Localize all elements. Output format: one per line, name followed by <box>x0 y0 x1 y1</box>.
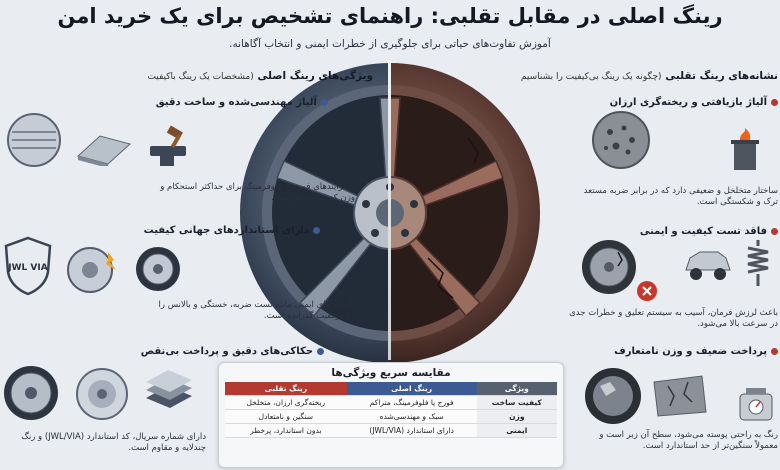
right-item-2-title: فاقد تست کیفیت و ایمنی <box>640 226 778 237</box>
peeling-paint-icon <box>585 368 641 424</box>
right-item-1-desc: ساختار متخلخل و ضعیفی دارد که در برابر ض… <box>584 186 778 209</box>
right-item-1-line-1: ساختار متخلخل و ضعیفی دارد که در برابر ض… <box>583 186 778 196</box>
bullet-dot <box>771 227 778 235</box>
bullet-dot <box>771 98 778 106</box>
right-section-heading: نشانه‌های رینگ تقلبی (چگونه یک رینگ بی‌ک… <box>521 70 778 82</box>
left-item-2-desc: آزمون‌های ایمنی مانند تست ضربه، خستگی و … <box>159 300 352 323</box>
left-item-2-title: دارای استانداردهای جهانی کیفیت <box>144 225 320 236</box>
table-cell: فورج یا فلوفرمینگ، متراکم <box>346 395 477 410</box>
table-cell: ریخته‌گری ارزان، متخلخل <box>225 395 347 410</box>
right-item-3-line-1: رنگ به راحتی پوسته می‌شود، سطح آن زبر اس… <box>599 430 778 440</box>
table-cell: سبک و مهندسی‌شده <box>346 409 477 424</box>
right-item-1-title: آلیاژ بازیافتی و ریخته‌گری ارزان <box>610 97 778 108</box>
left-item-2-title-text: دارای استانداردهای جهانی کیفیت <box>143 225 309 236</box>
right-item-1-title-text: آلیاژ بازیافتی و ریخته‌گری ارزان <box>609 97 767 108</box>
col-header-original: رینگ اصلی <box>346 382 477 396</box>
bullet-dot <box>771 347 778 355</box>
col-header-fake: رینگ تقلبی <box>225 382 347 396</box>
right-heading-sub: (چگونه یک رینگ بی‌کیفیت را بشناسیم <box>520 72 662 82</box>
porous-metal-icon <box>592 111 650 169</box>
table-cell: بدون استاندارد، پرخطر <box>225 423 347 438</box>
right-heading-text: نشانه‌های رینگ تقلبی <box>665 70 778 82</box>
left-section-heading: ویژگی‌های رینگ اصلی (مشخصات یک رینگ باکی… <box>147 70 373 82</box>
table-header-row: ویژگی رینگ اصلی رینگ تقلبی <box>225 382 557 396</box>
comparison-panel: مقایسه سریع ویژگی‌ها ویژگی رینگ اصلی رین… <box>218 362 564 468</box>
anvil-hammer-icon <box>150 125 186 166</box>
car-warning-icon <box>685 251 731 280</box>
engraved-rim-icon <box>76 368 128 420</box>
table-cell: کیفیت ساخت <box>476 395 557 410</box>
badge-text: JWL VIA <box>7 263 47 273</box>
fire-trash-icon <box>731 128 759 170</box>
left-item-2-line-2: با موفقیت گذرانده است. <box>263 311 352 322</box>
left-heading-sub: (مشخصات یک رینگ باکیفیت <box>147 72 254 82</box>
comparison-table: ویژگی رینگ اصلی رینگ تقلبی کیفیت ساخت فو… <box>225 382 557 438</box>
impact-test-icon <box>67 247 116 293</box>
balancing-wheel-icon <box>136 247 180 291</box>
left-heading-text: ویژگی‌های رینگ اصلی <box>257 70 373 82</box>
left-item-3-line-2: چندلایه و مقاوم است. <box>128 443 206 454</box>
table-row: ایمنی دارای استاندارد (JWL/VIA) بدون است… <box>225 423 557 438</box>
wheel-split-divider <box>388 60 391 360</box>
page-title: رینگ اصلی در مقابل تقلبی: راهنمای تشخیص … <box>57 4 723 28</box>
left-item-1-title: آلیاژ مهندسی‌شده و ساخت دقیق <box>156 97 328 108</box>
table-cell: وزن <box>476 409 557 424</box>
alloy-sample-icon <box>7 113 61 167</box>
right-item-2-line-1: باعث لرزش فرمان، آسیب به سیستم تعلیق و خ… <box>569 308 778 318</box>
bullet-dot <box>321 98 328 106</box>
bullet-dot <box>313 226 320 234</box>
right-item-2-title-text: فاقد تست کیفیت و ایمنی <box>639 226 767 237</box>
left-item-1-title-text: آلیاژ مهندسی‌شده و ساخت دقیق <box>155 97 317 108</box>
page-subtitle: آموزش تفاوت‌های حیاتی برای جلوگیری از خط… <box>229 38 551 50</box>
table-row: وزن سبک و مهندسی‌شده سنگین و نامتعادل <box>225 409 557 424</box>
suspension-icon <box>747 240 769 286</box>
comparison-title: مقایسه سریع ویژگی‌ها <box>331 367 451 379</box>
left-item-3-title-text: حکاکی‌های دقیق و پرداخت بی‌نقص <box>140 346 313 357</box>
cracked-rim-icon <box>582 240 636 294</box>
rough-surface-icon <box>653 375 707 417</box>
metal-sheet-icon <box>76 135 132 166</box>
right-item-3-title-text: پرداخت ضعیف و وزن نامتعارف <box>614 346 767 357</box>
paint-layers-icon <box>146 370 192 408</box>
table-row: کیفیت ساخت فورج یا فلوفرمینگ، متراکم ریخ… <box>225 395 557 410</box>
reject-x-icon <box>637 281 657 301</box>
left-item-3-desc: دارای شماره سریال، کد استاندارد (JWL/VIA… <box>21 432 206 455</box>
table-cell: ایمنی <box>476 423 557 438</box>
right-item-2-line-2: در سرعت بالا می‌شود. <box>697 319 778 330</box>
left-item-3-line-1: دارای شماره سریال، کد استاندارد (JWL/VIA… <box>21 432 206 442</box>
jwl-via-shield-icon: JWL VIA <box>4 236 52 296</box>
right-item-3-title: پرداخت ضعیف و وزن نامتعارف <box>614 346 778 357</box>
left-item-2-line-1: آزمون‌های ایمنی مانند تست ضربه، خستگی و … <box>158 300 352 310</box>
table-cell: دارای استاندارد (JWL/VIA) <box>346 423 477 438</box>
right-item-3-desc: رنگ به راحتی پوسته می‌شود، سطح آن زبر اس… <box>599 430 778 453</box>
left-item-3-title: حکاکی‌های دقیق و پرداخت بی‌نقص <box>141 346 324 357</box>
col-header-feature: ویژگی <box>476 382 557 396</box>
wheel-illustration <box>240 63 540 363</box>
table-cell: سنگین و نامتعادل <box>225 409 347 424</box>
right-item-1-line-2: ترک و شکستگی است. <box>696 197 778 208</box>
left-item-1-line-1: با فرآیندهای فورج یا فلوفرمینگ برای حداک… <box>160 182 355 192</box>
finished-rim-icon <box>4 366 58 420</box>
left-item-1-desc: با فرآیندهای فورج یا فلوفرمینگ برای حداک… <box>160 182 355 205</box>
weight-scale-icon <box>739 388 773 421</box>
right-item-3-line-2: معمولاً سنگین‌تر از حد استاندارد است. <box>642 441 778 452</box>
bullet-dot <box>317 347 324 355</box>
right-item-2-desc: باعث لرزش فرمان، آسیب به سیستم تعلیق و خ… <box>569 308 778 331</box>
left-item-1-line-2: وزن کم ساخته می‌شود. <box>271 193 355 204</box>
